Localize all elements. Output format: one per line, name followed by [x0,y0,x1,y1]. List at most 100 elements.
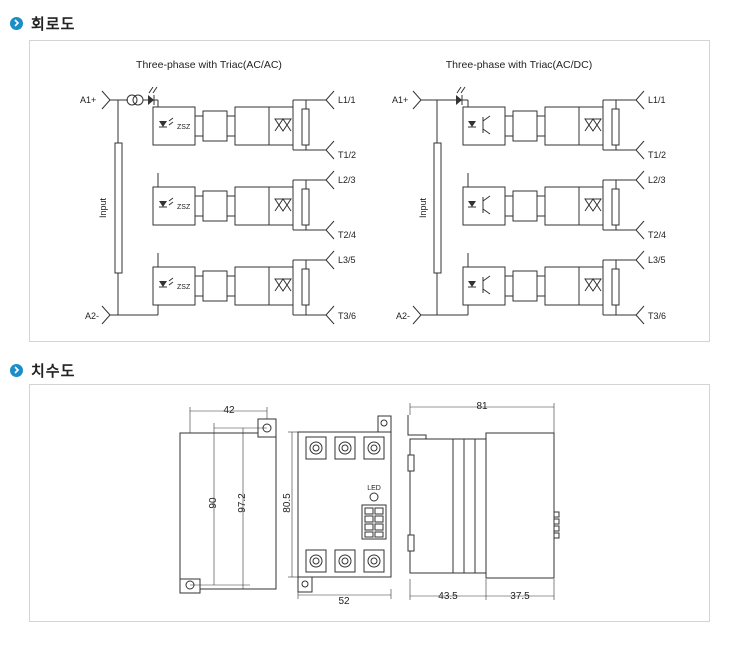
heatsink-plate [179,432,277,590]
dim-height-90: 90 [208,497,219,509]
circuit-left-title: Three-phase with Triac(AC/AC) [136,59,282,71]
circuit-diagram: Three-phase with Triac(AC/AC) A1+ A2- In… [80,59,666,325]
terminal-arrow [635,90,645,110]
terminal-t1: T1/2 [338,150,356,160]
terminal-arrow [325,305,335,325]
terminal-screw [363,436,385,460]
driver-block [512,110,538,142]
terminal-arrow [325,250,335,270]
heatsink-side [409,438,487,574]
phototransistor-coupler [462,106,506,146]
section-header-dimension: 치수도 [10,360,75,380]
terminal-arrow [325,170,335,190]
terminal-t3: T3/6 [648,311,666,321]
dim-depth-37-5: 37.5 [510,591,530,602]
snubber-resistor [301,108,310,146]
terminal-screw [334,436,356,460]
dimension-drawing: 42 90 97.2 [179,401,560,607]
front-view: LED 80.5 52 [282,415,392,607]
terminal-l1: L1/1 [648,95,666,105]
channel-3: ZSZ L3/5 T3/6 [152,250,356,325]
terminal-arrow [325,140,335,160]
dim-height-80-5: 80.5 [282,493,293,513]
control-block [544,266,580,306]
led-indicator [369,492,379,502]
channel-3: L3/5 T3/6 [462,250,666,325]
circuit-right-title: Three-phase with Triac(AC/DC) [446,59,592,71]
driver-block [202,190,228,222]
dim-depth-81: 81 [476,401,488,412]
circuit-right: Three-phase with Triac(AC/DC) A1+ A2- In… [392,59,666,325]
relay-body-side [485,432,555,579]
terminal-arrow [325,220,335,240]
zsz-label: ZSZ [177,204,191,211]
control-block [234,266,270,306]
terminal-a1-label: A1+ [392,95,408,105]
channel-2: L2/3 T2/4 [462,170,666,240]
terminal-a2-label: A2- [85,311,99,321]
terminal-t1: T1/2 [648,150,666,160]
snubber-resistor [611,188,620,226]
terminal-a2-arrow [412,305,422,325]
driver-block [202,110,228,142]
mounting-tab [407,415,427,439]
driver-block [512,190,538,222]
chevron-right-icon [10,16,23,30]
triac-block [578,106,604,146]
input-label: Input [98,197,108,218]
terminal-l2: L2/3 [648,175,666,185]
triac-block [268,186,294,226]
input-resistor [114,142,123,274]
terminal-a2-label: A2- [396,311,410,321]
terminal-a1-arrow [412,90,422,110]
terminal-screw [305,549,327,573]
section-title: 회로도 [31,14,76,33]
led-label: LED [367,485,381,492]
terminal-arrow [325,90,335,110]
dim-height-97-2: 97.2 [237,493,248,513]
terminal-l2: L2/3 [338,175,356,185]
phototransistor-coupler [462,186,506,226]
triac-block [268,106,294,146]
terminal-t2: T2/4 [648,230,666,240]
terminal-t3: T3/6 [338,311,356,321]
section-title: 치수도 [31,361,76,380]
channel-1: ZSZ L1/1 T1/2 [152,90,356,160]
channel-1: L1/1 T1/2 [462,90,666,160]
mounting-tab [179,578,201,594]
control-block [544,106,580,146]
triac-block [578,266,604,306]
mounting-tab [377,415,392,433]
control-block [234,186,270,226]
current-source-icon [126,94,138,106]
dim-width-42: 42 [223,405,235,416]
snubber-resistor [301,268,310,306]
channel-2: ZSZ L2/3 T2/4 [152,170,356,240]
circuit-diagram-panel: Three-phase with Triac(AC/AC) A1+ A2- In… [29,40,710,342]
optocoupler-zsz [152,186,196,226]
section-header-circuit: 회로도 [10,13,75,33]
terminal-screw [363,549,385,573]
terminal-l1: L1/1 [338,95,356,105]
control-block [544,186,580,226]
terminal-arrow [635,305,645,325]
terminal-screw [305,436,327,460]
circuit-left: Three-phase with Triac(AC/AC) A1+ A2- In… [80,59,356,325]
terminal-a1-arrow [101,90,111,110]
terminal-arrow [635,220,645,240]
mounting-tab [297,576,313,593]
snubber-resistor [301,188,310,226]
terminal-arrow [635,250,645,270]
terminal-t2: T2/4 [338,230,356,240]
input-label: Input [418,197,428,218]
snubber-resistor [611,268,620,306]
control-block [234,106,270,146]
optocoupler-zsz [152,106,196,146]
terminal-arrow [635,170,645,190]
chevron-right-icon [10,363,23,377]
terminal-arrow [635,140,645,160]
led-diode-icon [456,95,462,105]
triac-block [578,186,604,226]
driver-block [202,270,228,302]
terminal-screw [334,549,356,573]
